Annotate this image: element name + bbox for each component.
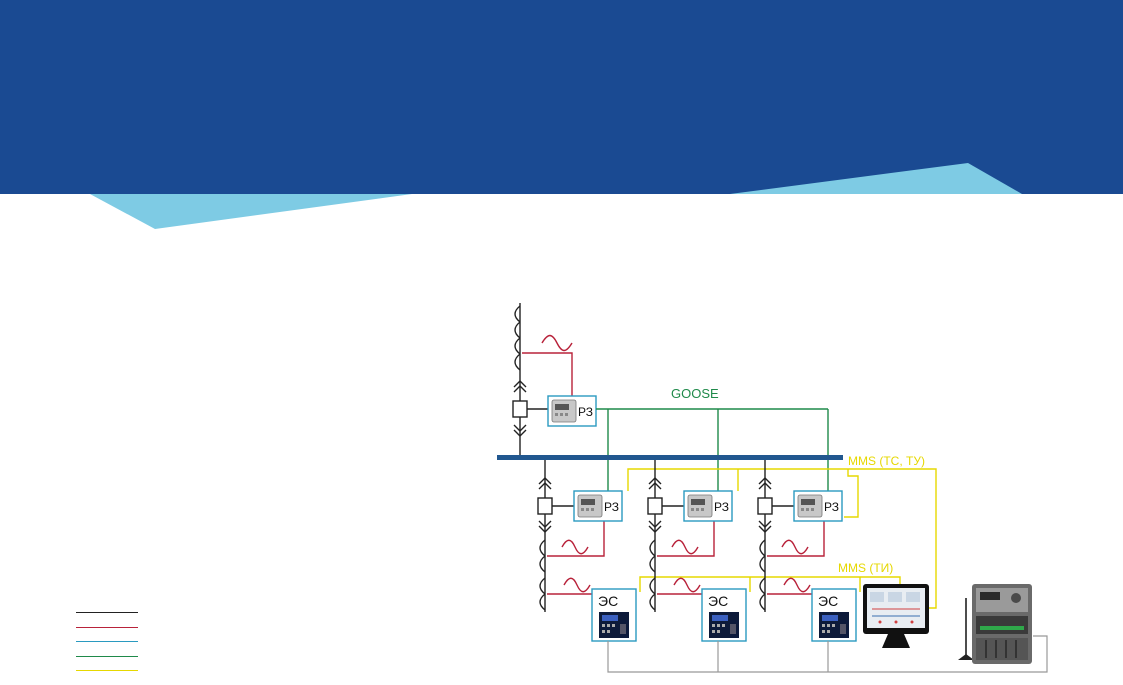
mms-tc-tu-label: MMS (ТС, ТУ) [848, 454, 925, 468]
mms-ti-label: MMS (ТИ) [838, 561, 893, 575]
relay-label: РЗ [578, 405, 593, 419]
header-accent-left [90, 194, 412, 229]
goose-label: GOOSE [671, 386, 719, 401]
breaker-incoming [512, 400, 528, 418]
outgoing-feeder-3: РЗ ЭС [757, 460, 857, 642]
goose-network: GOOSE [596, 386, 829, 491]
breaker-feeder-2 [647, 497, 663, 515]
header-banner [0, 0, 1123, 229]
breaker-feeder-1 [537, 497, 553, 515]
mms-tc-tu-network: MMS (ТС, ТУ) [627, 454, 937, 609]
header-accent-right [730, 163, 1022, 194]
mms-ti-network: MMS (ТИ) [639, 561, 901, 592]
legend-line-dark [76, 612, 138, 613]
breaker-feeder-3 [757, 497, 773, 515]
meter-link [607, 635, 1048, 673]
header-background [0, 0, 1123, 194]
legend-line-yellow [76, 670, 138, 671]
outgoing-feeder-2: РЗ ЭС [647, 460, 747, 642]
outgoing-feeder-1: РЗ ЭС [537, 460, 637, 642]
legend-line-green [76, 655, 138, 657]
relay-label: РЗ [824, 500, 839, 514]
incoming-feeder: РЗ [512, 303, 597, 455]
relay-label: РЗ [604, 500, 619, 514]
busbar [497, 455, 843, 460]
legend-line-red [76, 626, 138, 628]
monitor-icon [863, 584, 929, 648]
legend-line-teal [76, 641, 138, 642]
meter-label: ЭС [708, 593, 728, 609]
relay-label: РЗ [714, 500, 729, 514]
legend [76, 612, 138, 685]
energy-meter-icon [958, 584, 1032, 664]
ac-wave [541, 334, 573, 352]
meter-label: ЭС [818, 593, 838, 609]
meter-label: ЭС [598, 593, 618, 609]
